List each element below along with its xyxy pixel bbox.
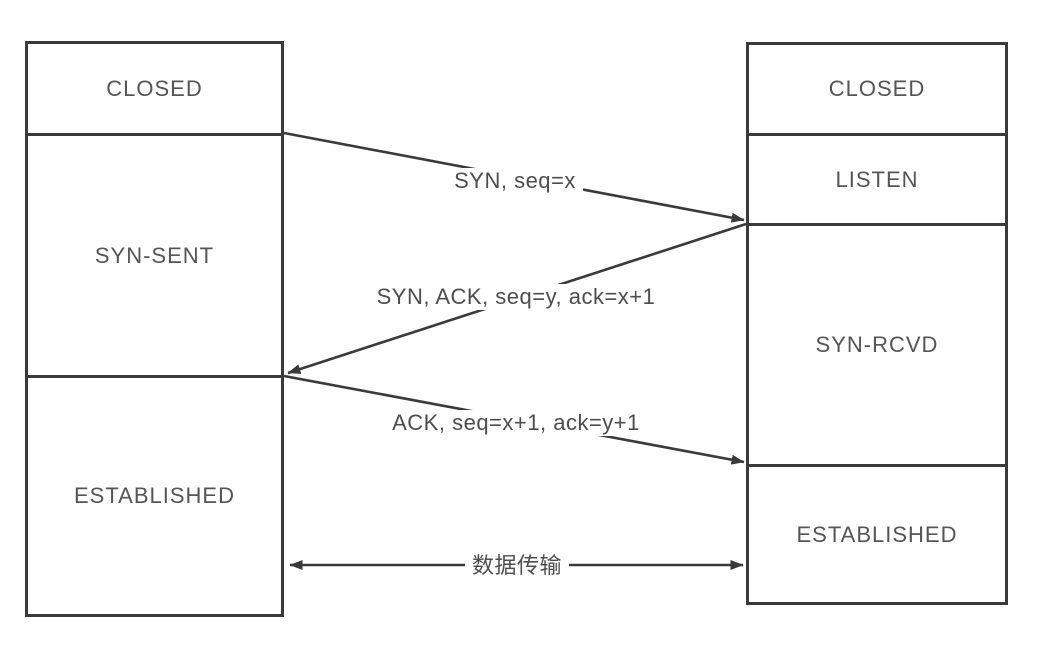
ack-message-label: ACK, seq=x+1, ack=y+1	[385, 410, 647, 436]
state-label: ESTABLISHED	[74, 483, 235, 508]
state-label: SYN-SENT	[94, 242, 215, 268]
client-state-syn-sent: SYN-SENT	[28, 133, 281, 375]
server-state-syn-rcvd: SYN-RCVD	[749, 223, 1005, 464]
client-state-closed: CLOSED	[28, 44, 281, 133]
state-label: SYN-RCVD	[815, 332, 939, 357]
state-label: ESTABLISHED	[796, 521, 958, 547]
server-state-closed: CLOSED	[749, 45, 1005, 133]
syn-message-label: SYN, seq=x	[447, 168, 583, 194]
state-label: CLOSED	[106, 75, 203, 101]
state-label: LISTEN	[835, 166, 919, 192]
data-transfer-label: 数据传输	[464, 548, 570, 580]
state-label: CLOSED	[828, 76, 926, 101]
server-state-listen: LISTEN	[749, 133, 1005, 223]
syn-ack-message-label: SYN, ACK, seq=y, ack=x+1	[369, 284, 663, 310]
client-state-column: CLOSED SYN-SENT ESTABLISHED	[25, 41, 284, 617]
server-state-column: CLOSED LISTEN SYN-RCVD ESTABLISHED	[746, 42, 1008, 605]
server-state-established: ESTABLISHED	[749, 464, 1005, 602]
client-state-established: ESTABLISHED	[28, 375, 281, 614]
